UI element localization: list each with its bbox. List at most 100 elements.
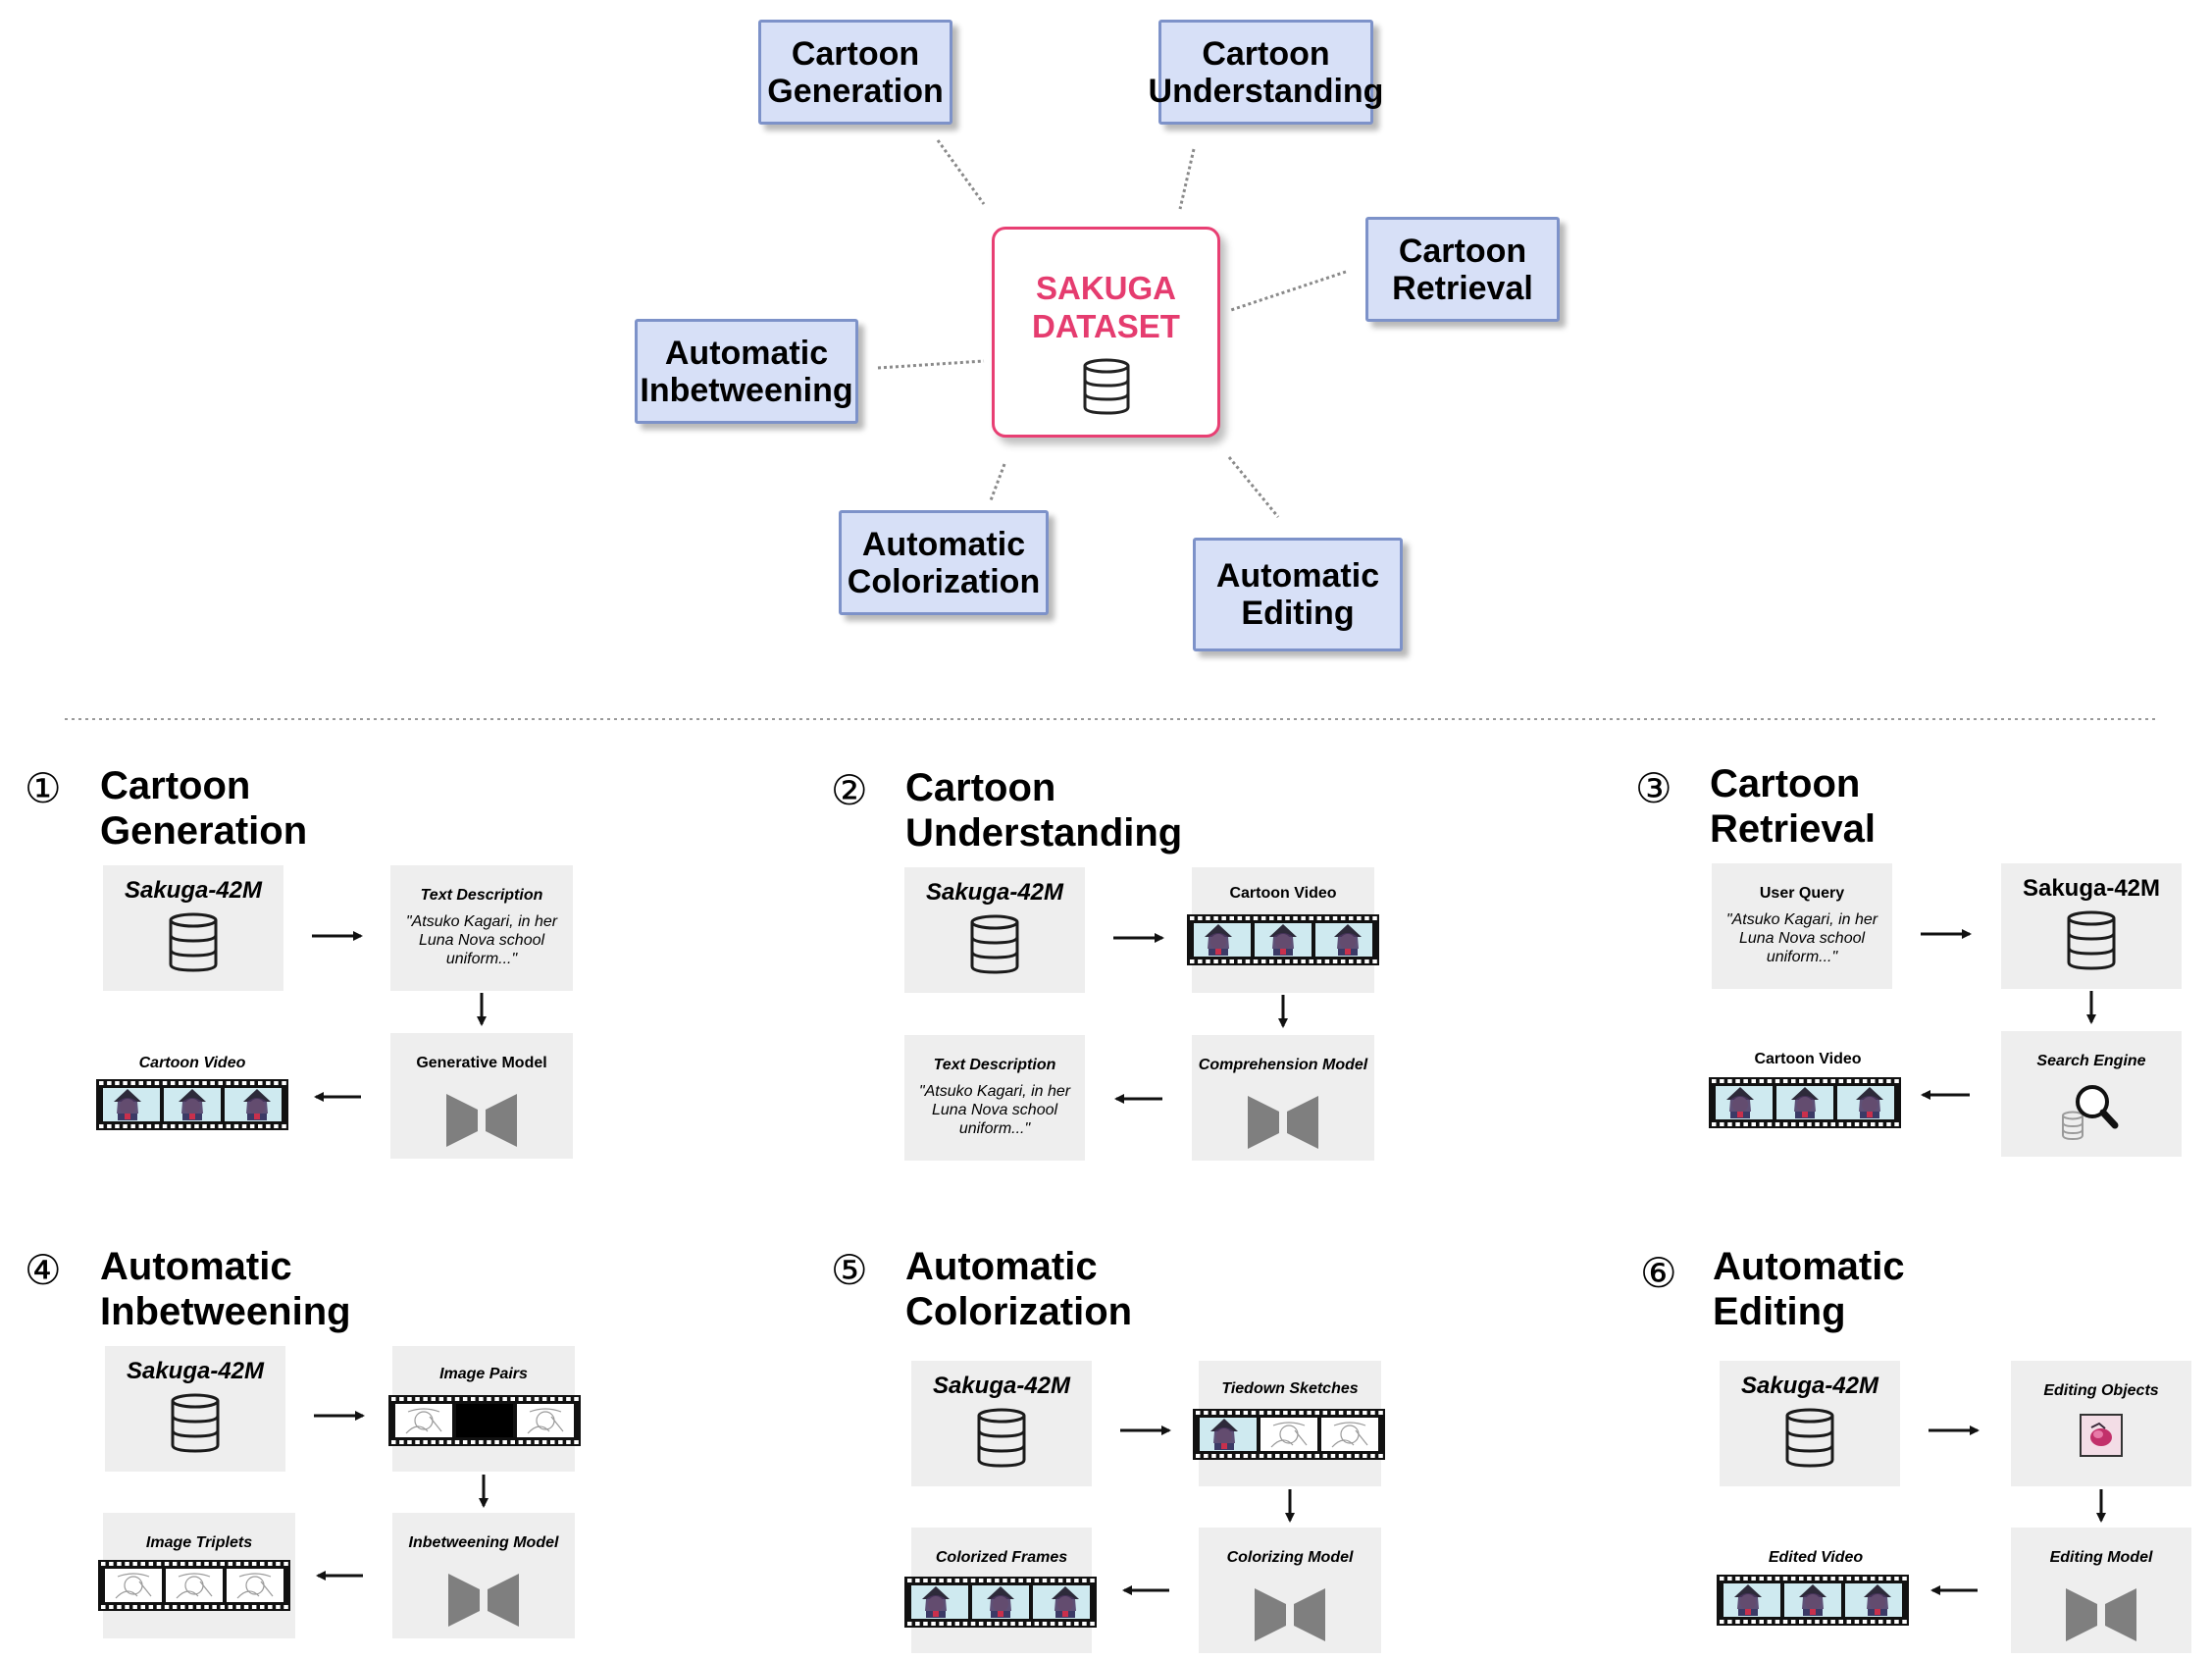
panel-label: Edited Video	[1768, 1549, 1864, 1566]
task-label: Editing	[1241, 595, 1355, 632]
task-label: Automatic	[664, 334, 829, 372]
model-panel: Editing Model	[2011, 1528, 2191, 1653]
search-engine-panel: Search Engine	[2001, 1031, 2182, 1157]
panel-label: Text Description	[933, 1057, 1056, 1073]
user-query-quote: "Atsuko Kagari, in her Luna Nova school …	[1725, 911, 1878, 965]
task-label: Automatic	[1215, 557, 1380, 595]
model-icon	[1246, 1094, 1320, 1151]
section-number: ④	[25, 1247, 62, 1293]
search-engine-icon	[2057, 1080, 2126, 1141]
model-panel: Colorizing Model	[1199, 1528, 1381, 1653]
dataset-name: Sakuga-42M	[932, 1373, 1071, 1399]
panel-label: Colorized Frames	[935, 1549, 1068, 1566]
dataset-panel: Sakuga-42M	[103, 865, 283, 991]
panel-label: Generative Model	[416, 1055, 547, 1071]
task-label: Cartoon	[791, 34, 920, 73]
model-icon	[1253, 1586, 1327, 1643]
task-label: Retrieval	[1392, 269, 1533, 307]
panel-label: Editing Objects	[2043, 1382, 2159, 1399]
colorized-frames-filmstrip	[904, 1577, 1097, 1628]
panel-label: Inbetweening Model	[408, 1534, 559, 1551]
database-icon	[968, 914, 1021, 975]
flow-arrows	[312, 929, 2106, 1595]
section-number: ⑤	[831, 1247, 868, 1293]
dataset-panel: Sakuga-42M	[105, 1346, 285, 1472]
cartoon-video-filmstrip	[1187, 914, 1379, 965]
panel-label: Image Pairs	[439, 1366, 528, 1382]
user-query-panel: User Query "Atsuko Kagari, in her Luna N…	[1712, 863, 1892, 989]
dataset-name: Sakuga-42M	[925, 879, 1064, 906]
task-label: Colorization	[847, 562, 1041, 600]
panel-label: Editing Model	[2049, 1549, 2153, 1566]
hub-title-line2: DATASET	[1032, 308, 1180, 344]
dataset-panel: Sakuga-42M	[904, 867, 1085, 993]
panel-label: User Query	[1759, 885, 1845, 902]
panel-label: Search Engine	[2036, 1053, 2146, 1069]
database-icon	[169, 1393, 222, 1454]
model-panel: Inbetweening Model	[392, 1513, 575, 1638]
section-number: ⑥	[1640, 1250, 1677, 1296]
database-icon	[995, 358, 1217, 415]
panel-label: Text Description	[420, 887, 543, 904]
model-panel: Generative Model	[390, 1033, 573, 1159]
model-icon	[446, 1572, 521, 1629]
task-label: Automatic	[861, 525, 1026, 563]
panel-label: Colorizing Model	[1226, 1549, 1354, 1566]
edited-video-filmstrip	[1717, 1575, 1909, 1626]
model-panel: Comprehension Model	[1192, 1035, 1374, 1161]
text-description-panel: Text Description "Atsuko Kagari, in her …	[904, 1035, 1085, 1161]
model-icon	[2064, 1586, 2138, 1643]
task-label: Generation	[767, 72, 944, 110]
task-label: Understanding	[1148, 72, 1384, 110]
panel-label: Cartoon Video	[138, 1055, 246, 1071]
text-description-quote: "Atsuko Kagari, in her Luna Nova school …	[918, 1083, 1071, 1137]
image-triplets-filmstrip	[98, 1560, 290, 1611]
database-icon	[167, 912, 220, 973]
image-pairs-filmstrip	[388, 1395, 581, 1446]
panel-label: Comprehension Model	[1198, 1057, 1368, 1073]
task-label: Cartoon	[1202, 34, 1330, 73]
tiedown-sketches-filmstrip	[1193, 1409, 1385, 1460]
text-description-quote: "Atsuko Kagari, in her Luna Nova school …	[405, 913, 558, 967]
cartoon-video-filmstrip	[96, 1079, 288, 1130]
section-number: ②	[831, 767, 868, 813]
dataset-name: Sakuga-42M	[1740, 1373, 1879, 1399]
model-icon	[444, 1092, 519, 1149]
editing-object-thumbnail	[2080, 1414, 2123, 1457]
text-description-panel: Text Description "Atsuko Kagari, in her …	[390, 865, 573, 991]
hub-connectors	[65, 139, 2158, 720]
dataset-panel: Sakuga-42M	[2001, 863, 2182, 989]
panel-label: Image Triplets	[145, 1534, 253, 1551]
panel-label: Cartoon Video	[1229, 885, 1337, 902]
dataset-panel: Sakuga-42M	[911, 1361, 1092, 1486]
database-icon	[975, 1408, 1028, 1469]
database-icon	[2065, 910, 2118, 971]
section-number: ③	[1635, 765, 1672, 811]
dataset-name: Sakuga-42M	[124, 877, 263, 904]
task-label: Inbetweening	[640, 371, 853, 409]
task-label: Cartoon	[1398, 232, 1527, 270]
editing-objects-panel: Editing Objects	[2011, 1361, 2191, 1486]
panel-label: Cartoon Video	[1754, 1051, 1862, 1067]
dataset-name: Sakuga-42M	[2022, 875, 2161, 902]
dataset-panel: Sakuga-42M	[1720, 1361, 1900, 1486]
database-icon	[1783, 1408, 1836, 1469]
hub-title-line1: SAKUGA	[1035, 270, 1176, 306]
dataset-name: Sakuga-42M	[126, 1358, 265, 1384]
cartoon-video-filmstrip	[1709, 1077, 1901, 1128]
section-number: ①	[25, 765, 62, 811]
panel-label: Tiedown Sketches	[1221, 1380, 1359, 1397]
